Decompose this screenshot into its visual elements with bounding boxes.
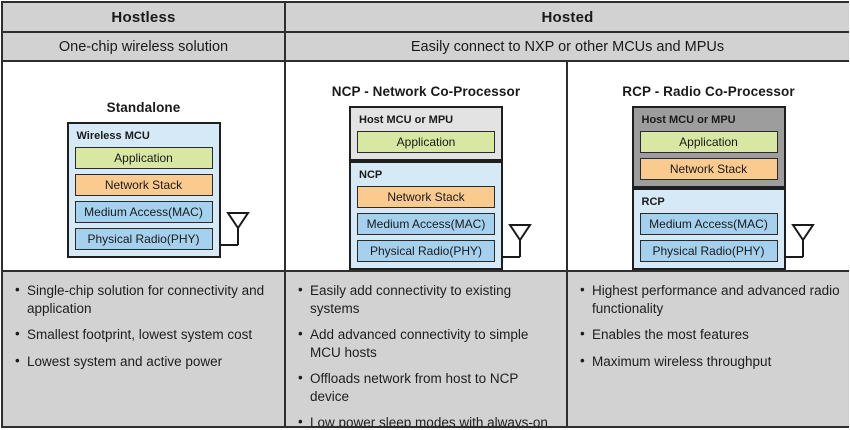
bullet-item: Offloads network from host to NCP device — [296, 369, 558, 405]
application-layer: Application — [357, 131, 495, 153]
rcp-host-chip: Host MCU or MPU Application Network Stac… — [631, 106, 786, 188]
ncp-title: NCP - Network Co-Processor — [331, 84, 521, 99]
antenna-icon — [219, 212, 250, 246]
phy-layer: Physical Radio(PHY) — [639, 240, 778, 262]
antenna-icon — [784, 224, 815, 258]
mac-layer: Medium Access(MAC) — [74, 201, 213, 223]
bullet-item: Lowest system and active power — [13, 352, 276, 371]
standalone-diagram: Standalone Wireless MCU Application Netw… — [3, 62, 284, 270]
network-stack-layer: Network Stack — [357, 186, 495, 208]
network-stack-layer: Network Stack — [74, 174, 213, 196]
antenna-icon — [502, 224, 532, 258]
bullet-item: Easily add connectivity to existing syst… — [296, 281, 558, 317]
bullet-item: Smallest footprint, lowest system cost — [13, 325, 276, 344]
bullet-item: Highest performance and advanced radio f… — [578, 281, 841, 317]
bullet-list: Highest performance and advanced radio f… — [578, 281, 841, 371]
ncp-chip: NCP Network Stack Medium Access(MAC) Phy… — [349, 161, 532, 270]
subheader-hosted: Easily connect to NXP or other MCUs and … — [286, 33, 849, 60]
bullet-list: Easily add connectivity to existing syst… — [296, 281, 558, 426]
header-hosted: Hosted — [286, 3, 849, 31]
rcp-chip: RCP Medium Access(MAC) Physical Radio(PH… — [631, 188, 815, 270]
phy-layer: Physical Radio(PHY) — [357, 240, 495, 262]
subheader-hostless: One-chip wireless solution — [3, 33, 284, 60]
ncp-label: NCP — [359, 169, 383, 181]
standalone-bullets: Single-chip solution for connectivity an… — [3, 272, 284, 426]
rcp-bullets: Highest performance and advanced radio f… — [568, 272, 849, 426]
rcp-diagram: RCP - Radio Co-Processor Host MCU or MPU… — [568, 62, 849, 270]
bullet-item: Low power sleep modes with always-on rad… — [296, 413, 558, 426]
standalone-title: Standalone — [106, 100, 181, 115]
mac-layer: Medium Access(MAC) — [639, 213, 778, 235]
ncp-diagram: NCP - Network Co-Processor Host MCU or M… — [286, 62, 566, 270]
rcp-label: RCP — [641, 196, 665, 208]
bullet-item: Maximum wireless throughput — [578, 352, 841, 371]
mac-layer: Medium Access(MAC) — [357, 213, 495, 235]
bullet-item: Single-chip solution for connectivity an… — [13, 281, 276, 317]
bullet-list: Single-chip solution for connectivity an… — [13, 281, 276, 371]
rcp-title: RCP - Radio Co-Processor — [622, 84, 795, 99]
rcp-host-label: Host MCU or MPU — [641, 114, 736, 126]
application-layer: Application — [639, 131, 778, 153]
phy-layer: Physical Radio(PHY) — [74, 228, 213, 250]
ncp-host-label: Host MCU or MPU — [359, 114, 454, 126]
bullet-item: Enables the most features — [578, 325, 841, 344]
network-stack-layer: Network Stack — [639, 158, 778, 180]
wireless-mcu-chip: Wireless MCU Application Network Stack M… — [66, 122, 250, 258]
application-layer: Application — [74, 147, 213, 169]
header-hostless: Hostless — [3, 3, 284, 31]
ncp-bullets: Easily add connectivity to existing syst… — [286, 272, 566, 426]
bullet-item: Add advanced connectivity to simple MCU … — [296, 325, 558, 361]
wireless-mcu-label: Wireless MCU — [76, 130, 150, 142]
ncp-host-chip: Host MCU or MPU Application — [349, 106, 503, 161]
